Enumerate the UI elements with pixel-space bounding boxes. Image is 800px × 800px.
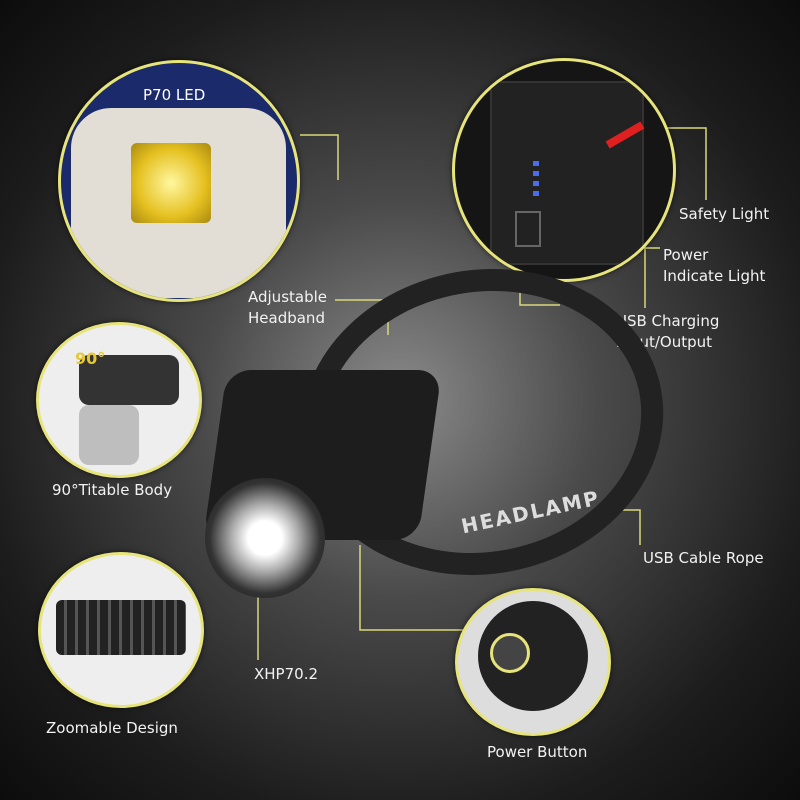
tilt-ghost [79,405,139,465]
power-button-icon [490,633,530,673]
usb-charging-label-2: Input/Output [616,333,712,351]
led-chip [131,143,211,223]
xhp-label: XHP70.2 [254,665,318,683]
usb-cable-rope-label: USB Cable Rope [643,549,764,567]
tilt-closeup: 90° [36,322,202,478]
battery-pack [490,81,644,265]
power-button-label: Power Button [487,743,588,761]
power-button-closeup [455,588,611,736]
p70-led-label: P70 LED [143,86,206,104]
adjustable-label-2: Headband [248,309,325,327]
zoom-body [56,600,186,655]
led-closeup: P70 LED [58,60,300,302]
power-indicate-label-1: Power [663,246,709,264]
tiltable-label: 90°Titable Body [52,481,173,499]
usb-port [515,211,541,247]
angle-label: 90° [75,349,106,368]
zoom-closeup [38,552,204,708]
zoomable-label: Zoomable Design [46,719,178,737]
power-indicate-label-2: Indicate Light [663,267,766,285]
tilt-body [79,355,179,405]
lamp-head [205,478,325,598]
battery-closeup [452,58,676,282]
power-indicator-leds [533,161,539,197]
usb-charging-label-1: USB Charging [616,312,720,330]
safety-light-label: Safety Light [679,205,770,223]
adjustable-label-1: Adjustable [248,288,327,306]
